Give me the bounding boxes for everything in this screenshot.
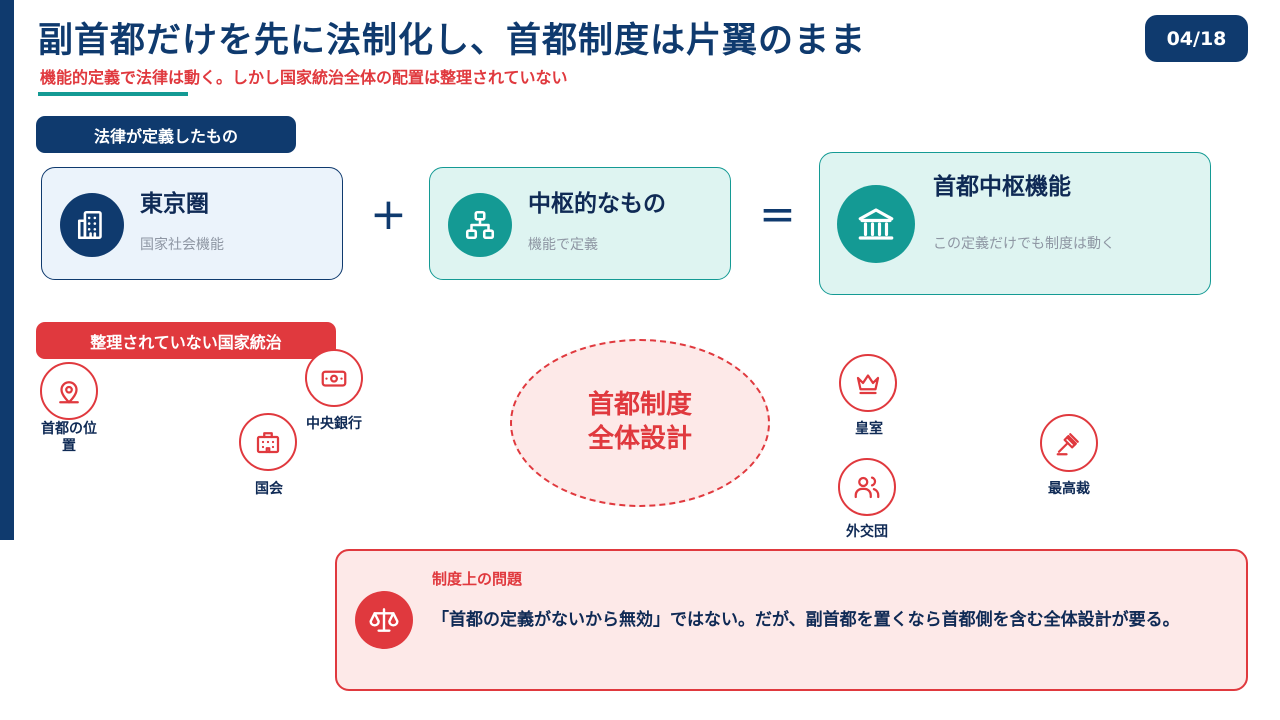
scales-icon xyxy=(355,591,413,649)
org-chart-icon xyxy=(448,193,512,257)
page-subtitle: 機能的定義で法律は動く。しかし国家統治全体の配置は整理されていない xyxy=(40,68,568,87)
card-central-things: 中枢的なもの 機能で定義 xyxy=(429,167,731,280)
issue-body: 「首都の定義がないから無効」ではない。だが、副首都を置くなら首都側を含む全体設計… xyxy=(432,610,1180,630)
page-title: 副首都だけを先に法制化し、首都制度は片翼のまま xyxy=(38,21,867,61)
defined-section-label: 法律が定義したもの xyxy=(36,116,296,153)
banknote-icon xyxy=(305,349,363,407)
equals-operator: = xyxy=(759,189,796,240)
item-label-supreme-court: 最高裁 xyxy=(1048,481,1090,497)
item-label-imperial-household: 皇室 xyxy=(855,421,883,437)
card-title: 東京圏 xyxy=(140,191,209,217)
parliament-icon xyxy=(239,413,297,471)
left-accent-bar xyxy=(0,0,14,540)
map-pin-icon xyxy=(40,362,98,420)
item-label-diet: 国会 xyxy=(255,481,283,497)
title-underline xyxy=(38,92,188,96)
plus-operator: + xyxy=(370,189,407,240)
building-icon xyxy=(60,193,124,257)
capital-system-design-bubble: 首都制度 全体設計 xyxy=(510,339,770,507)
item-label-capital-location: 首都の位 置 xyxy=(41,421,97,454)
item-label-diplomatic-corps: 外交団 xyxy=(846,524,888,540)
card-description: 国家社会機能 xyxy=(140,237,224,253)
issue-callout: 制度上の問題 「首都の定義がないから無効」ではない。だが、副首都を置くなら首都側… xyxy=(335,549,1248,691)
page-number-badge: 04/18 xyxy=(1145,15,1248,62)
people-icon xyxy=(838,458,896,516)
card-title: 中枢的なもの xyxy=(528,191,666,217)
card-description: この定義だけでも制度は動く xyxy=(933,236,1115,252)
card-description: 機能で定義 xyxy=(528,237,598,253)
gavel-icon xyxy=(1040,414,1098,472)
card-capital-central-function: 首都中枢機能 この定義だけでも制度は動く xyxy=(819,152,1211,295)
item-label-central-bank: 中央銀行 xyxy=(306,416,362,432)
undefined-section-label: 整理されていない国家統治 xyxy=(36,322,336,359)
card-title: 首都中枢機能 xyxy=(933,174,1071,200)
crown-icon xyxy=(839,354,897,412)
center-line-2: 全体設計 xyxy=(587,424,692,454)
government-building-icon xyxy=(837,185,915,263)
card-tokyo-area: 東京圏 国家社会機能 xyxy=(41,167,343,280)
issue-title: 制度上の問題 xyxy=(432,570,523,588)
center-line-1: 首都制度 xyxy=(587,390,692,421)
